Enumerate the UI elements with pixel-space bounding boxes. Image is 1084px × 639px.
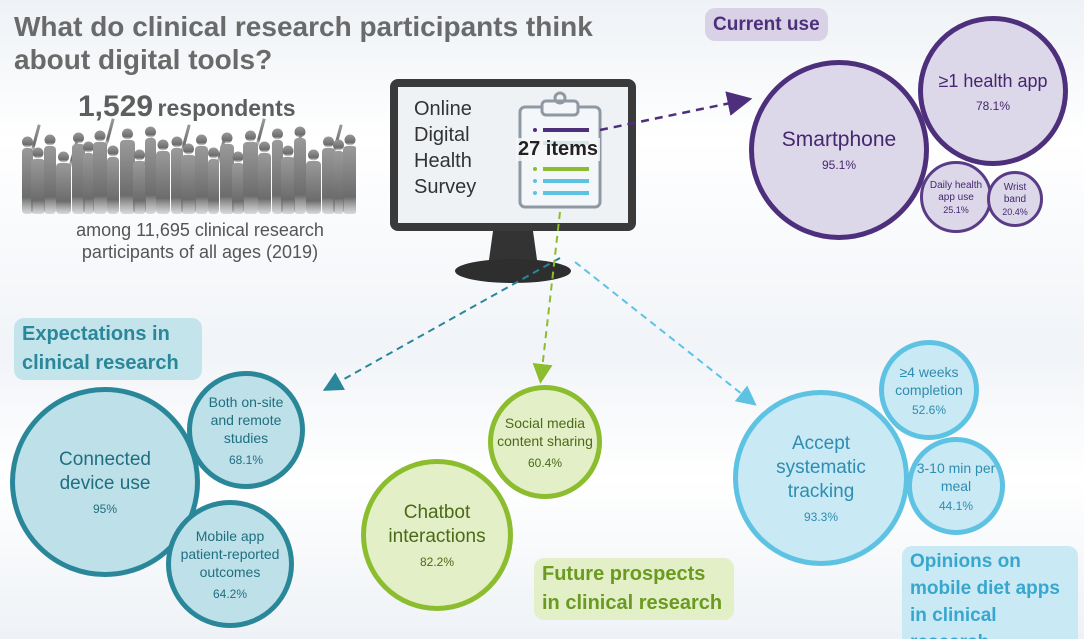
smartphone-value: 95.1% <box>821 158 857 172</box>
arrow-to-future <box>532 211 561 384</box>
chatbot-label: Chatbot interactions <box>388 502 486 547</box>
crowd-illustration <box>22 118 356 214</box>
chatbot-circle: Chatbot interactions 82.2% <box>361 459 513 611</box>
arrow-to-expectations <box>322 257 561 391</box>
future-prospects-heading: Future prospects in clinical research <box>534 558 734 620</box>
respondents-count: 1,529 respondents <box>78 90 348 124</box>
per-meal-value: 44.1% <box>938 499 974 513</box>
per-meal-label: 3-10 min per meal <box>916 460 996 494</box>
onsite-remote-value: 68.1% <box>228 453 264 467</box>
social-media-value: 60.4% <box>527 456 563 470</box>
daily-app-label: Daily health app use <box>929 179 983 203</box>
health-app-label: ≥1 health app <box>938 71 1048 91</box>
weeks-completion-circle: ≥4 weeks completion 52.6% <box>879 340 979 440</box>
social-media-circle: Social media content sharing 60.4% <box>488 385 602 499</box>
onsite-remote-label: Both on-site and remote studies <box>208 394 284 446</box>
infographic-title: What do clinical research participants t… <box>14 11 593 75</box>
social-media-label: Social media content sharing <box>497 415 593 449</box>
mobile-pro-label: Mobile app patient-reported outcomes <box>180 528 280 580</box>
respondents-description: among 11,695 clinical research participa… <box>76 220 324 262</box>
chatbot-value: 82.2% <box>419 555 455 569</box>
mobile-pro-circle: Mobile app patient-reported outcomes 64.… <box>166 500 294 628</box>
health-app-circle: ≥1 health app 78.1% <box>918 16 1068 166</box>
connected-device-value: 95% <box>92 502 118 516</box>
weeks-completion-value: 52.6% <box>911 403 947 417</box>
arrow-to-current-use <box>599 91 753 132</box>
wrist-band-value: 20.4% <box>1002 206 1028 217</box>
systematic-tracking-circle: Accept systematic tracking 93.3% <box>733 390 909 566</box>
onsite-remote-circle: Both on-site and remote studies 68.1% <box>187 371 305 489</box>
systematic-tracking-value: 93.3% <box>803 510 839 524</box>
wrist-band-circle: Wrist band 20.4% <box>987 171 1043 227</box>
systematic-tracking-label: Accept systematic tracking <box>776 433 866 502</box>
survey-name: Online Digital Health Survey <box>414 98 477 198</box>
daily-app-value: 25.1% <box>943 204 969 215</box>
diet-apps-heading: Opinions on mobile diet apps in clinical… <box>902 546 1078 639</box>
arrow-to-diet-apps <box>574 261 757 406</box>
weeks-completion-label: ≥4 weeks completion <box>895 364 963 398</box>
expectations-heading: Expectations in clinical research <box>14 318 202 380</box>
current-use-heading: Current use <box>705 8 828 41</box>
daily-app-circle: Daily health app use 25.1% <box>920 161 992 233</box>
health-app-value: 78.1% <box>975 99 1011 113</box>
mobile-pro-value: 64.2% <box>212 587 248 601</box>
smartphone-circle: Smartphone 95.1% <box>749 60 929 240</box>
respondents-label: respondents <box>157 95 296 121</box>
wrist-band-label: Wrist band <box>1003 181 1027 205</box>
respondents-number: 1,529 <box>78 90 154 123</box>
connected-device-label: Connected device use <box>59 449 151 494</box>
per-meal-circle: 3-10 min per meal 44.1% <box>907 437 1005 535</box>
smartphone-label: Smartphone <box>781 128 897 151</box>
survey-items-count: 27 items <box>516 138 601 161</box>
